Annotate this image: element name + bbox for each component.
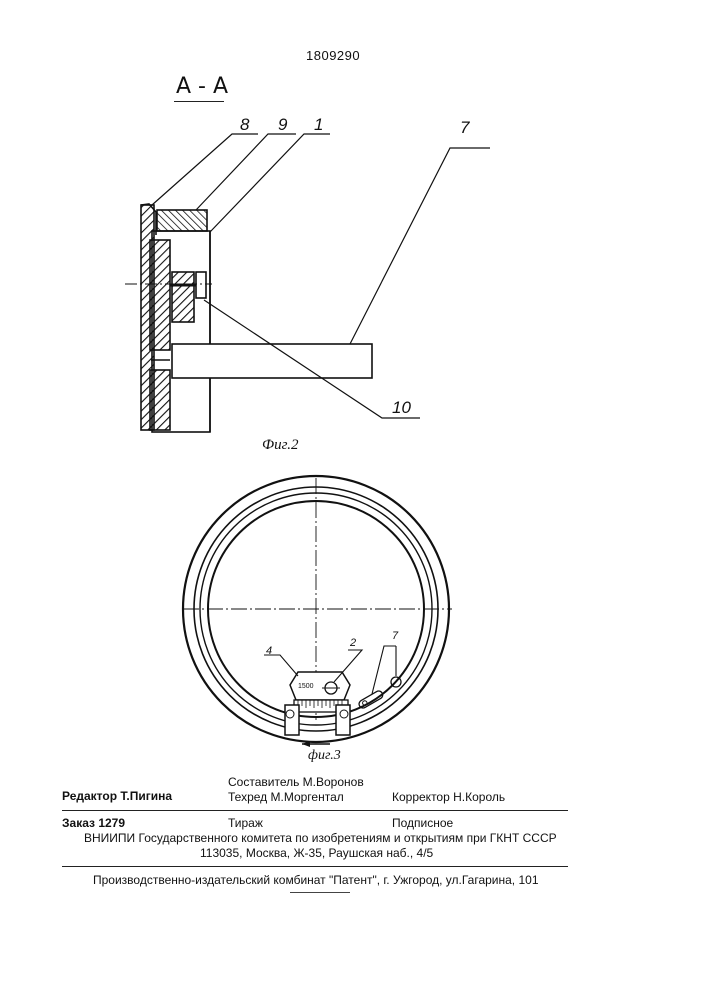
imprint-compiler: Составитель М.Воронов (228, 775, 364, 789)
imprint-editor: Редактор Т.Пигина (62, 789, 172, 803)
callout-1: 1 (314, 115, 323, 135)
imprint-rule-1 (62, 810, 568, 811)
imprint-publisher: Производственно-издательский комбинат "П… (93, 873, 539, 887)
figure3-ring-drawing (183, 476, 452, 747)
hatched-block-lower (150, 370, 170, 430)
insert-part-9 (157, 210, 207, 231)
callout-7: 7 (460, 118, 469, 138)
imprint-rule-2 (62, 866, 568, 867)
scale-label: 1500 (298, 683, 314, 690)
bolt-head (196, 272, 206, 298)
callout-8: 8 (240, 115, 249, 135)
leader-1 (210, 134, 330, 232)
leader-2 (334, 650, 362, 682)
callout-2: 2 (350, 637, 356, 649)
imprint-institute: ВНИИПИ Государственного комитета по изоб… (84, 831, 557, 845)
imprint-subscription: Подписное (392, 816, 453, 830)
figure2-section-drawing (125, 134, 490, 432)
leader-9 (196, 134, 296, 210)
figure3-caption: фиг.3 (308, 748, 341, 764)
leader-8 (152, 134, 258, 205)
callout-9: 9 (278, 115, 287, 135)
callout-4: 4 (266, 645, 272, 657)
hatched-block-mid (172, 272, 194, 322)
gap-right-block (336, 705, 350, 735)
gap-left-block (285, 705, 299, 735)
imprint-rule-short (290, 892, 350, 893)
imprint-circulation: Тираж (228, 816, 263, 830)
leader-7 (350, 148, 490, 344)
imprint-corrector: Корректор Н.Король (392, 790, 505, 804)
imprint-techred: Техред М.Моргентал (228, 790, 344, 804)
leader-7a (372, 646, 396, 694)
hatched-block-upper (150, 240, 170, 350)
leader-4 (264, 655, 298, 676)
imprint-address: 113035, Москва, Ж-35, Раушская наб., 4/5 (200, 846, 433, 860)
callout-10: 10 (392, 398, 411, 418)
imprint-order: Заказ 1279 (62, 816, 125, 830)
callout-7-fig3: 7 (392, 630, 398, 642)
figure2-caption: Фиг.2 (262, 437, 298, 454)
rod-part-7 (172, 344, 372, 378)
